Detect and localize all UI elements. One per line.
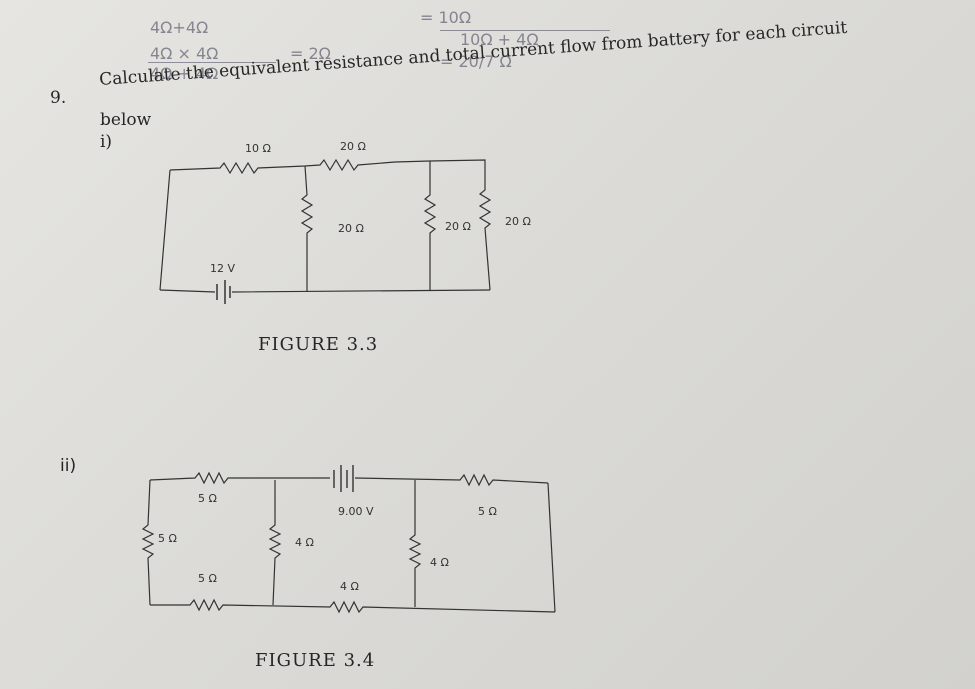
- figure-3-4-part-label: ii): [60, 456, 77, 476]
- handwriting-line-7: = 20/7 Ω: [440, 52, 512, 71]
- fig34-label-r-left: 5 Ω: [158, 532, 177, 545]
- fraction-bar-1: [148, 62, 276, 63]
- fig33-label-battery: 12 V: [210, 262, 236, 275]
- fig33-label-r-right: 20 Ω: [505, 215, 531, 228]
- fig33-label-r-mid2: 20 Ω: [445, 220, 471, 233]
- handwriting-line-6: 10Ω + 4Ω: [460, 30, 539, 49]
- handwriting-line-1: 4Ω+4Ω: [150, 18, 209, 37]
- fig34-label-r-mid: 4 Ω: [295, 536, 314, 549]
- fig34-label-r-bottom-right: 4 Ω: [340, 580, 359, 593]
- handwriting-line-3: 4Ω + 4Ω: [150, 64, 219, 83]
- handwriting-line-5: = 10Ω: [420, 8, 472, 27]
- figure-3-4-caption: FIGURE 3.4: [255, 650, 376, 671]
- handwriting-line-2: 4Ω × 4Ω: [150, 44, 219, 63]
- question-number: 9.: [50, 88, 67, 108]
- fig34-label-r-top-left: 5 Ω: [198, 492, 217, 505]
- question-text-line-2: below: [100, 110, 152, 130]
- fig34-label-battery: 9.00 V: [338, 505, 374, 518]
- handwriting-line-4: = 2Ω: [290, 44, 331, 63]
- fig33-label-r-top-right: 20 Ω: [340, 140, 366, 153]
- fig34-label-r-bottom-left: 5 Ω: [198, 572, 217, 585]
- fig34-label-r-top-right: 5 Ω: [478, 505, 497, 518]
- fig33-label-r-top-left: 10 Ω: [245, 142, 271, 155]
- fig33-label-r-mid1: 20 Ω: [338, 222, 364, 235]
- fig34-label-r-right: 4 Ω: [430, 556, 449, 569]
- figure-3-3-caption: FIGURE 3.3: [258, 334, 379, 355]
- figure-3-3-part-label: i): [100, 132, 113, 152]
- fraction-bar-2: [440, 30, 610, 31]
